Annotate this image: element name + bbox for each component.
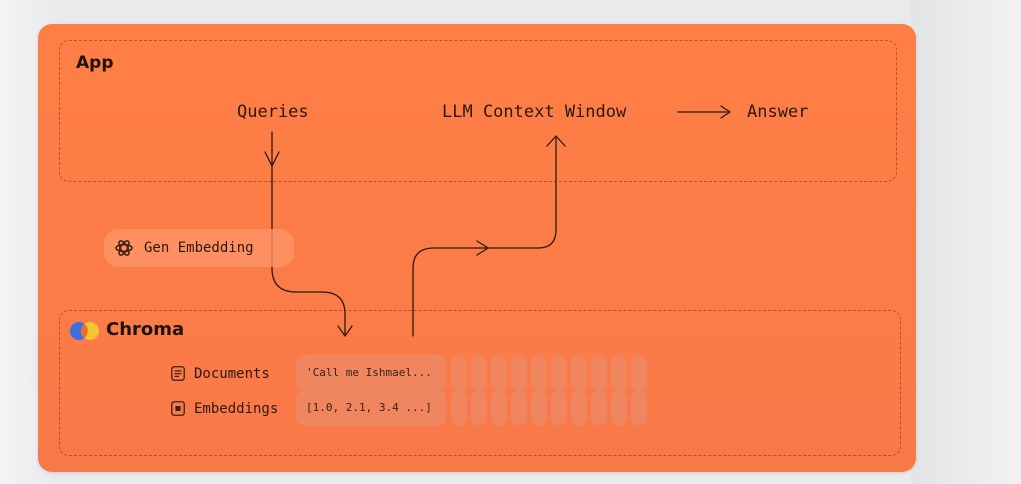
embeddings-value: [1.0, 2.1, 3.4 ...] xyxy=(306,401,432,414)
document-slot xyxy=(471,355,487,391)
embedding-icon xyxy=(171,401,185,416)
answer-arrow-head xyxy=(720,105,731,119)
app-title: App xyxy=(76,53,114,73)
chroma-to-llm-line xyxy=(412,137,557,337)
embedding-slot xyxy=(631,390,647,426)
llm-context-window-node: LLM Context Window xyxy=(442,102,627,122)
queries-node: Queries xyxy=(237,102,309,122)
embedding-slot xyxy=(551,390,567,426)
gen-embedding-label: Gen Embedding xyxy=(144,240,254,256)
document-slot xyxy=(591,355,607,391)
document-slot xyxy=(451,355,467,391)
embedding-slot xyxy=(511,390,527,426)
chroma-title: Chroma xyxy=(106,319,185,340)
embeddings-label: Embeddings xyxy=(194,401,279,417)
embeddings-cell: [1.0, 2.1, 3.4 ...] xyxy=(296,390,446,426)
document-slot xyxy=(571,355,587,391)
chroma-arrow-head xyxy=(337,325,353,337)
documents-cell: 'Call me Ishmael... xyxy=(296,355,446,391)
embeddings-slots xyxy=(451,390,651,426)
chroma-region: Chroma xyxy=(59,310,901,456)
document-slot xyxy=(611,355,627,391)
app-region: App xyxy=(59,40,897,182)
mid-arrow-head xyxy=(476,240,489,256)
embedding-slot xyxy=(451,390,467,426)
embedding-slot xyxy=(591,390,607,426)
backdrop-right xyxy=(911,0,1021,484)
connector-lines xyxy=(264,105,731,337)
document-slot xyxy=(491,355,507,391)
document-slot xyxy=(551,355,567,391)
embedding-slot xyxy=(611,390,627,426)
queries-tick-arrow xyxy=(264,151,280,167)
openai-logo-icon xyxy=(115,240,133,256)
diagram-card: App Queries LLM Context Window Answer Ge… xyxy=(38,24,916,472)
gen-embedding-pill: Gen Embedding xyxy=(104,229,294,267)
embedding-slot xyxy=(571,390,587,426)
documents-slots xyxy=(451,355,651,391)
queries-to-chroma-line xyxy=(271,131,346,335)
document-slot xyxy=(631,355,647,391)
chroma-logo-icon xyxy=(70,322,99,340)
embedding-slot xyxy=(491,390,507,426)
documents-value: 'Call me Ishmael... xyxy=(306,366,432,379)
documents-label: Documents xyxy=(194,366,270,382)
embedding-slot xyxy=(471,390,487,426)
document-slot xyxy=(531,355,547,391)
document-slot xyxy=(511,355,527,391)
answer-node: Answer xyxy=(747,102,809,122)
document-icon xyxy=(171,366,185,381)
llm-arrow-head xyxy=(546,135,566,147)
embedding-slot xyxy=(531,390,547,426)
